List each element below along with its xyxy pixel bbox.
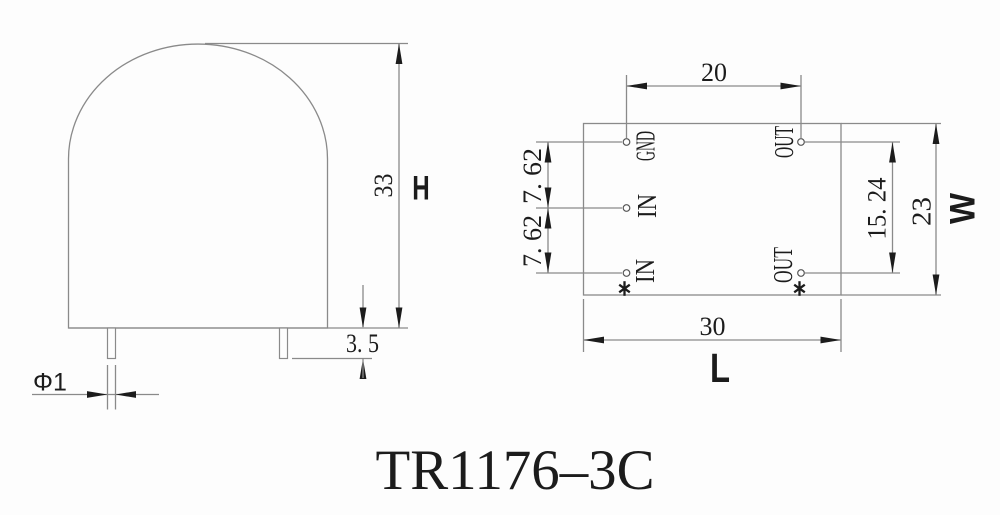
svg-text:IN: IN: [632, 194, 662, 218]
svg-text:23: 23: [907, 197, 937, 226]
svg-text:OUT: OUT: [768, 247, 798, 283]
svg-text:20: 20: [701, 58, 727, 87]
svg-text:7. 62: 7. 62: [518, 215, 547, 267]
svg-text:GND: GND: [631, 131, 661, 161]
svg-text:15. 24: 15. 24: [863, 178, 892, 240]
svg-text:7. 62: 7. 62: [518, 148, 547, 204]
svg-text:TR1176–3C: TR1176–3C: [376, 439, 655, 502]
svg-text:3. 5: 3. 5: [346, 329, 379, 358]
svg-text:H: H: [412, 170, 429, 208]
svg-text:IN: IN: [630, 259, 660, 283]
svg-text:W: W: [944, 192, 983, 224]
svg-text:Φ1: Φ1: [33, 369, 67, 397]
svg-text:OUT: OUT: [769, 126, 799, 158]
svg-text:30: 30: [700, 312, 726, 341]
svg-text:L: L: [710, 344, 730, 390]
svg-text:33: 33: [369, 174, 398, 198]
